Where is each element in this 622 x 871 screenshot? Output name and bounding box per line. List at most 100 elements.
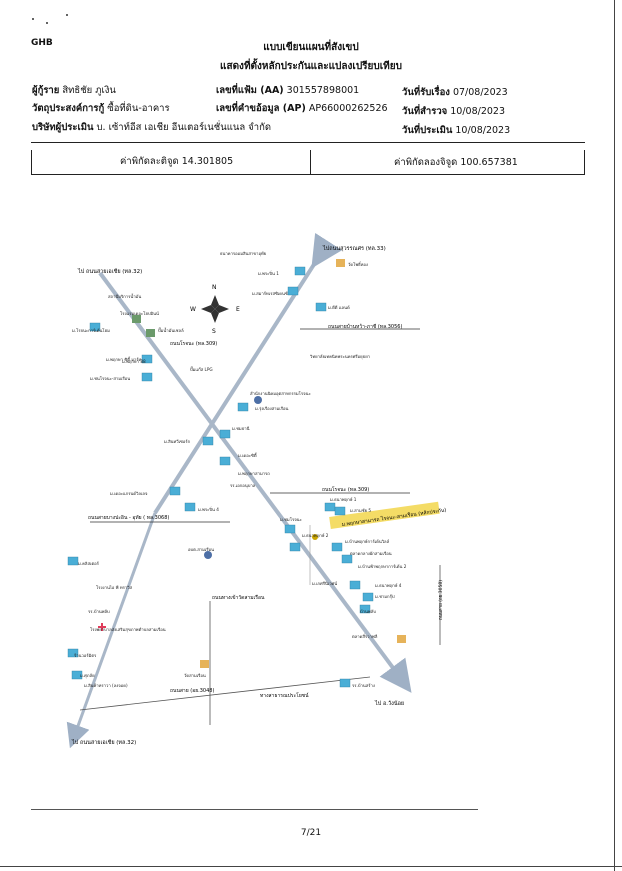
building-icon [71,670,83,680]
place-label: โรงพยาบาลส่งเสริมสุขภาพตำบลสามเรือน [90,627,166,633]
latitude-label: ค่าพิกัดละติจูด [120,156,179,167]
purpose-row: วัตถุประสงค์การกู้ ซื้อที่ดิน-อาคาร [32,101,170,116]
building-icon [341,554,353,564]
place-label: ม.พฤกษาสามารถ [238,471,270,476]
label-rural-road: ทางสาธารณประโยชน์ [260,692,309,699]
place-label: ม.พระปิ่น 1 [258,270,279,276]
page-right-border [614,0,615,871]
label-road-3048: ถนนสาย (อย.3048) [170,688,214,694]
place-label: วัดโพธิ์ทอง [348,261,368,267]
place-label: บ้านพลับ [360,609,376,614]
building-icon [331,542,343,552]
gas-station-icon [146,329,155,337]
label-to-wangnoi: ไป อ.วังน้อย [374,700,404,707]
page-number: 7/21 [300,828,322,838]
place-label: วัดสามเรือน [184,673,206,678]
place-label: ตลาดสี่รวาฟลี [352,633,378,639]
building-icon [362,592,374,602]
building-icon [284,524,296,534]
label-rojana-top: ถนนโรจนะ (ทล.309) [170,340,217,347]
place-label: ม.บ้านฟ้าพฤกษาการ์เด้น 2 [358,564,407,569]
company-row: บริษัทผู้ประเมิน บ. เซ้าท์อีส เอเชีย อีน… [32,120,271,135]
building-icon [169,486,181,496]
page-bottom-border [0,866,622,867]
appraise-value: 10/08/2023 [455,125,511,136]
government-icon [204,551,212,559]
longitude-cell: ค่าพิกัดลองจิจูด 100.657381 [394,155,518,170]
place-label: ม.สามชัย 5 [350,508,371,513]
place-label: ม.โรจนะการ์เด้นโฮม [72,328,110,333]
borrower-label: ผู้กู้ราย [32,85,60,96]
place-label: ม.รุ่งเรืองสามเรือน [255,406,288,412]
company-label: บริษัทผู้ประเมิน [32,122,94,133]
received-label: วันที่รับเรื่อง [402,87,450,98]
document-title: แบบเขียนแผนที่สังเขป [263,42,359,53]
compass-rose [201,295,229,323]
place-label: ม.คลิสเตอร์ [78,561,100,566]
place-label: ม.ชามกรุ๊ป [375,594,395,600]
place-label: โรงแรมเดอะโฮปอินน์ [120,311,159,316]
coord-box-right [584,150,585,174]
appraise-row: วันที่ประเมิน 10/08/2023 [402,123,510,138]
place-label: ปั๊มน้ำมันเชลล์ [158,327,184,333]
place-label: อบต.สามเรือน [188,547,214,552]
place-label: ม.สินค้าทราวา (ลงจอด) [84,683,128,688]
place-label: รร.บ้านสร้าง [352,683,375,688]
road-to-saraburi [153,232,343,515]
building-icon [287,286,299,296]
building-icon [219,429,231,439]
building-icon [184,502,196,512]
label-rojana-309: ถนนโรจนะ (ทล.309) [322,486,369,493]
longitude-value: 100.657381 [460,157,518,168]
place-label: สำนักงานนิคมอุตสาหกรรมโรจนะ [250,391,311,397]
building-icon [294,266,306,276]
subject-marker [312,534,318,540]
road-3048 [79,676,371,711]
received-row: วันที่รับเรื่อง 07/08/2023 [402,85,508,100]
building-icon [141,354,153,364]
place-label: ม.ธนาพฤกษ์ 4 [375,583,402,588]
document-subtitle: แสดงที่ตั้งหลักประกันและแปลงเปรียบเทียบ [220,61,402,72]
file-no-value: 301557898001 [286,85,360,96]
building-icon [324,502,336,512]
latitude-value: 14.301805 [181,156,234,167]
label-to-asia-top: ไป ถนนสายเอเชีย (ทล.32) [77,268,142,275]
file-no-label: เลขที่แฟ้ม (AA) [216,85,284,96]
header-divider [31,142,585,143]
compass-s: S [212,328,216,335]
request-no-value: AP66000262526 [308,103,388,114]
borrower-value: สิทธิชัย ภูเงิน [62,85,116,96]
place-label: รร.เอกอนุบาล [230,483,256,489]
place-label: ม.สมาร์ทเรสซิเดนซ์ [252,291,288,296]
building-icon [141,372,153,382]
temple-icon [336,259,345,267]
place-label: ม.ชมโรจนะ [280,517,302,522]
location-map: N S W E ไป ถนนสายเอเชีย (ทล.32) ไปถนนสุว… [66,232,447,749]
place-label: วิทยาลัยเทคนิคพระนครศรีอยุธยา [309,354,370,360]
road-to-asia-bottom [66,512,157,749]
survey-label: วันที่สำรวจ [402,106,448,117]
place-label: ม.บ้านพฤกษ์การ์เด้นวิลล์ [345,539,390,544]
building-icon [315,302,327,312]
hospital-icon [98,623,106,631]
temple-icon [200,660,209,668]
place-label: ตลาดกลางผักสามเรือน [350,551,392,556]
label-wang-nam-kasi: ถนนสายบ้านหว้า-ภาชี (ทล.3056) [328,323,402,330]
building-icon [334,506,346,516]
request-no-label: เลขที่คำขอ้อมูล (AP) [216,103,306,114]
building-icon [289,542,301,552]
scan-speck [46,22,48,24]
place-label: ม.เดอะแกรนด์วิลเลจ [110,491,148,496]
label-to-saraburi: ไปถนนสุวรรณศร (ทล.33) [322,245,386,252]
compass-n: N [212,284,217,291]
building-icon [359,604,371,614]
building-icon [237,402,249,412]
borrower-row: ผู้กู้ราย สิทธิชัย ภูเงิน [32,83,116,98]
building-icon [349,580,361,590]
received-value: 07/08/2023 [452,87,508,98]
place-label: ม.ชนโรจนะ-สามเรือน [90,376,130,381]
appraise-label: วันที่ประเมิน [402,125,453,136]
place-label: ม.พฤกษา ซิตี้ มาร์ท [106,356,142,362]
place-label: ม.สินทวีเซอร์ก [164,439,191,444]
label-khao-sam-ruean: ถนนทางเข้าวัดสามเรือน [212,594,265,601]
